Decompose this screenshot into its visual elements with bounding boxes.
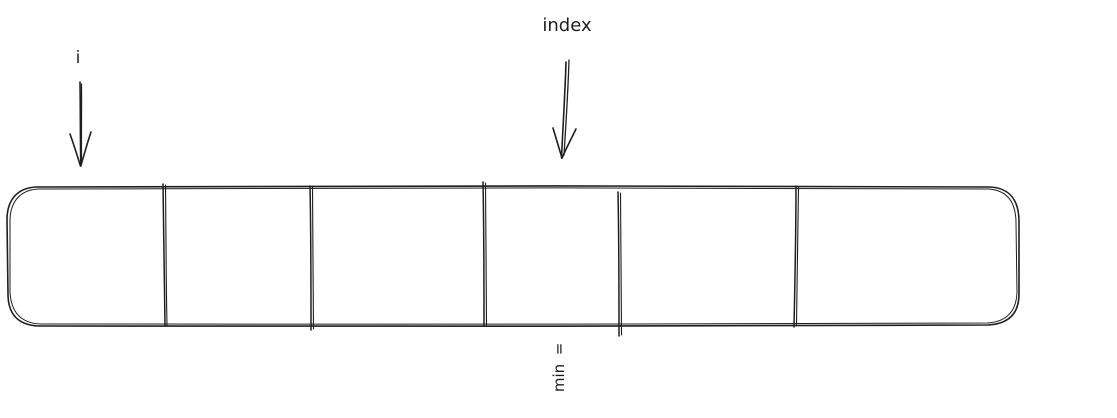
index-pointer-label: index bbox=[542, 15, 592, 36]
i-pointer-label: i bbox=[76, 48, 81, 68]
i-pointer-arrow bbox=[69, 81, 92, 167]
cell-divider-5 bbox=[793, 185, 800, 328]
cell-divider-2 bbox=[309, 185, 315, 331]
cell-divider-3 bbox=[482, 181, 488, 327]
index-pointer-arrow bbox=[552, 59, 577, 159]
equals-mark: = bbox=[550, 343, 568, 356]
min-annotation: min = bbox=[550, 343, 568, 392]
cell-divider-4 bbox=[617, 191, 623, 337]
cell-divider-1 bbox=[162, 183, 168, 327]
min-label: min bbox=[550, 364, 568, 392]
array-outline bbox=[6, 185, 1020, 328]
